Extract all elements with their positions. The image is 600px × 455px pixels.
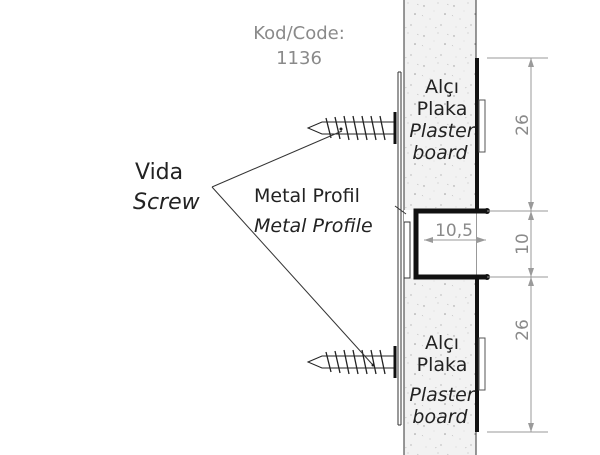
profile-label-en: Metal Profile [254, 215, 373, 237]
screw-label-en: Screw [133, 190, 201, 215]
screw-label-tr: Vida [135, 160, 183, 185]
screw-top [306, 112, 397, 144]
board-top-label-tr2: Plaka [417, 98, 468, 120]
code-label: Kod/Code: [253, 23, 345, 44]
profile-label-tr: Metal Profil [254, 185, 360, 207]
dimension-middle: 10 [513, 233, 533, 255]
code-number: 1136 [276, 48, 322, 69]
board-bottom-label-en1: Plaster [409, 384, 475, 406]
board-top-label-tr1: Alçı [425, 76, 459, 98]
board-top-label-en1: Plaster [409, 120, 475, 142]
dimension-width: 10,5 [435, 221, 473, 241]
dimension-bottom: 26 [513, 319, 533, 341]
board-bottom-label-en2: board [412, 406, 468, 428]
dimension-top: 26 [513, 114, 533, 136]
board-face-lines [475, 58, 486, 432]
board-top-label-en2: board [412, 142, 468, 164]
screw-bottom [306, 346, 397, 378]
metal-stud [397, 71, 411, 426]
profile-leader-line [394, 205, 407, 215]
screw-leader-lines [211, 130, 373, 365]
board-bottom-label-tr2: Plaka [417, 354, 468, 376]
board-bottom-label-tr1: Alçı [425, 332, 459, 354]
dimension-lines [424, 57, 548, 433]
